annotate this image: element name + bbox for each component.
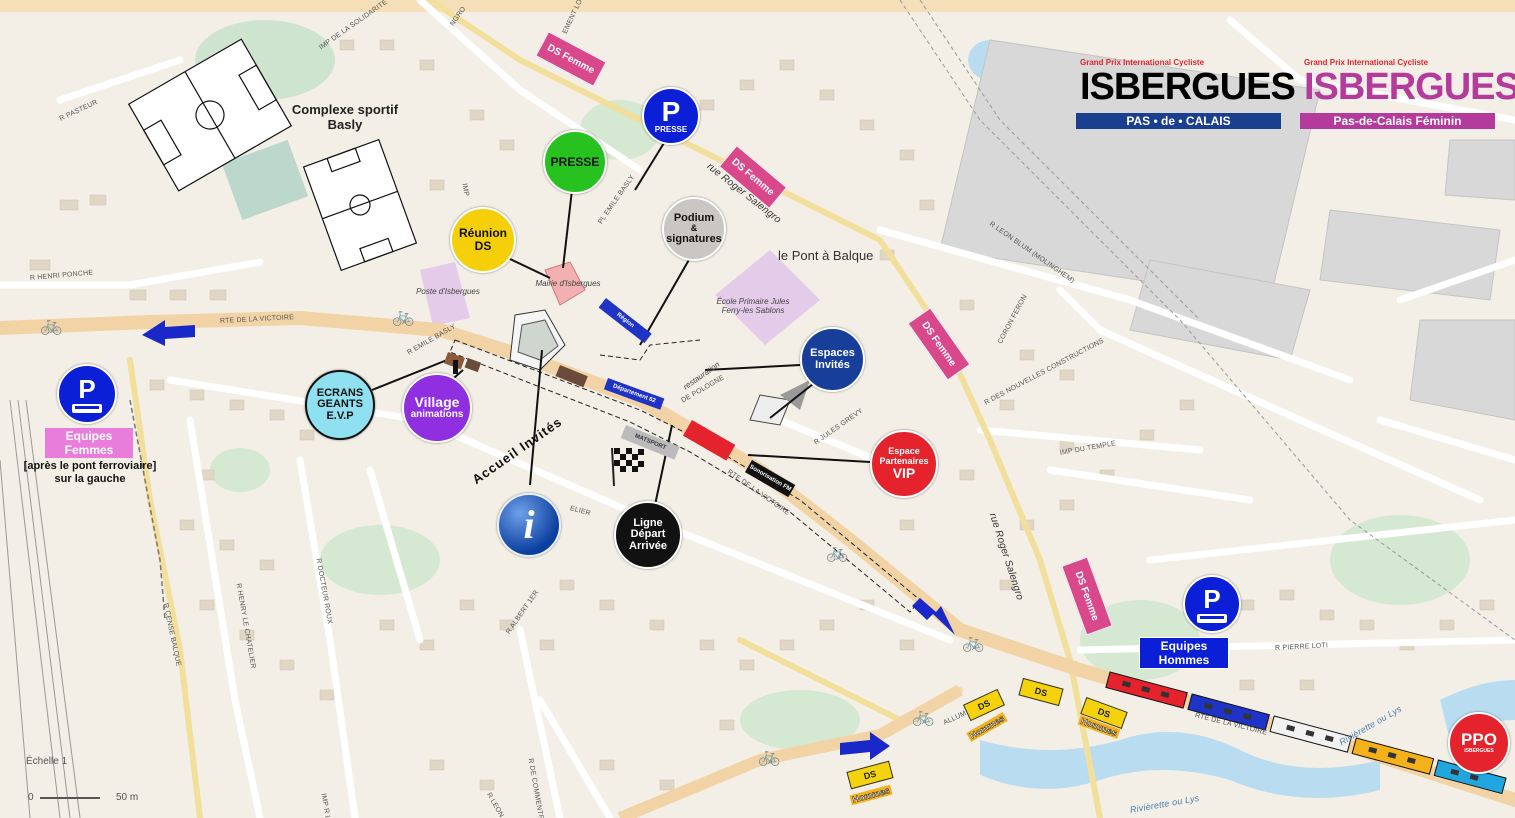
marker-line: Espace <box>888 446 920 457</box>
reunion-ds-marker[interactable]: Réunion DS <box>450 207 516 273</box>
scale-start: 0 <box>28 792 34 803</box>
parking-label: PRESSE <box>654 124 688 134</box>
marker-line: Podium <box>673 211 715 224</box>
sign-label: DS <box>1096 706 1112 720</box>
scale-end: 50 m <box>116 792 139 803</box>
marker-line: ECRANS <box>316 386 364 399</box>
info-letter: i <box>523 502 535 547</box>
parking-letter: P <box>78 373 96 404</box>
marker-line: Ligne <box>633 516 663 529</box>
espace-vip-marker[interactable]: Espace Partenaires VIP <box>870 430 938 498</box>
ppo-sub: ISBERGUES <box>1464 748 1494 755</box>
bike-icon: 🚲 <box>826 542 849 562</box>
sign-label: DS <box>976 697 992 713</box>
marker-label: PRESSE <box>550 154 600 169</box>
parking-letter: P <box>1203 583 1221 614</box>
parking-letter: P <box>661 95 681 127</box>
marker-line: GEANTS <box>317 398 363 411</box>
ecole-label: École Primaire Jules Ferry-les Sablons <box>716 297 790 315</box>
logo-tagline: Grand Prix International Cycliste <box>1080 57 1205 67</box>
logo-gp-isbergues: Grand Prix International Cycliste ISBERG… <box>1076 53 1296 129</box>
marker-line: E.V.P <box>326 409 354 422</box>
marker-line: Invités <box>815 358 850 371</box>
logo-name: ISBERGUES <box>1304 65 1515 108</box>
marker-line: Arrivée <box>629 539 667 552</box>
bus-icon <box>72 403 102 413</box>
podium-marker[interactable]: Podium & signatures <box>662 197 726 261</box>
marker-line: signatures <box>666 232 722 245</box>
ecrans-geants-marker[interactable]: ECRANS GEANTS E.V.P <box>305 370 375 440</box>
marker-line: Espaces <box>810 346 855 359</box>
logo-sub: PAS • de • CALAIS <box>1076 113 1281 129</box>
logo-sub: Pas-de-Calais Féminin <box>1300 113 1495 129</box>
logo-gp-isbergues-feminin: Grand Prix International Cycliste ISBERG… <box>1300 53 1515 129</box>
sign-label: DS <box>1033 685 1049 699</box>
marker-line: Réunion <box>459 226 507 241</box>
area-label: le Pont à Balque <box>778 248 874 263</box>
bus-icon <box>1197 613 1227 623</box>
bike-icon: 🚲 <box>758 746 781 766</box>
poste-label: Poste d'Isbergues <box>416 287 480 296</box>
ligne-depart-marker[interactable]: Ligne Départ Arrivée <box>614 501 682 569</box>
bike-icon: 🚲 <box>40 315 63 335</box>
marker-line: Village <box>414 394 460 411</box>
parking-hommes-marker[interactable]: P <box>1183 575 1241 633</box>
marker-line: DS <box>474 239 492 253</box>
marker-line: Partenaires <box>879 455 929 466</box>
marker-line: Départ <box>630 528 666 541</box>
marker-line: animations <box>410 409 464 421</box>
ppo-marker[interactable]: PPO ISBERGUES <box>1448 712 1510 774</box>
marker-line: VIP <box>892 465 916 482</box>
presse-marker[interactable]: PRESSE <box>543 130 607 194</box>
ppo-label: PPO <box>1461 730 1497 750</box>
logo-name: ISBERGUES <box>1080 65 1296 108</box>
bike-icon: 🚲 <box>912 706 935 726</box>
label-line: Equipes <box>1160 639 1208 653</box>
village-marker[interactable]: Village animations <box>402 373 472 443</box>
bike-icon: 🚲 <box>392 306 415 326</box>
note-line: [après le pont ferroviaire] <box>23 460 157 472</box>
bike-icon: 🚲 <box>962 632 985 652</box>
info-icon[interactable]: i <box>497 493 561 557</box>
parking-femmes-note: [après le pont ferroviaire] sur la gauch… <box>10 460 170 486</box>
logo-tagline: Grand Prix International Cycliste <box>1304 57 1429 67</box>
presse-parking-marker[interactable]: P PRESSE <box>642 87 700 145</box>
parking-hommes-label: Equipes Hommes <box>1139 637 1229 669</box>
marker-line: & <box>690 223 698 234</box>
label-line: Hommes <box>1158 653 1210 667</box>
espaces-invites-marker[interactable]: Espaces Invités <box>800 327 865 392</box>
label-line: Femmes <box>64 443 114 457</box>
parking-femmes-marker[interactable]: P <box>57 364 117 424</box>
venue-label: Complexe sportif Basly <box>291 102 399 132</box>
sign-label: DS <box>862 768 878 782</box>
label-line: Equipes <box>65 429 113 443</box>
note-line: sur la gauche <box>54 473 126 485</box>
parking-femmes-label: Equipes Femmes <box>45 428 133 458</box>
mairie-label: Mairie d'Isbergues <box>535 279 601 288</box>
scale-title: Échelle 1 <box>26 756 68 767</box>
